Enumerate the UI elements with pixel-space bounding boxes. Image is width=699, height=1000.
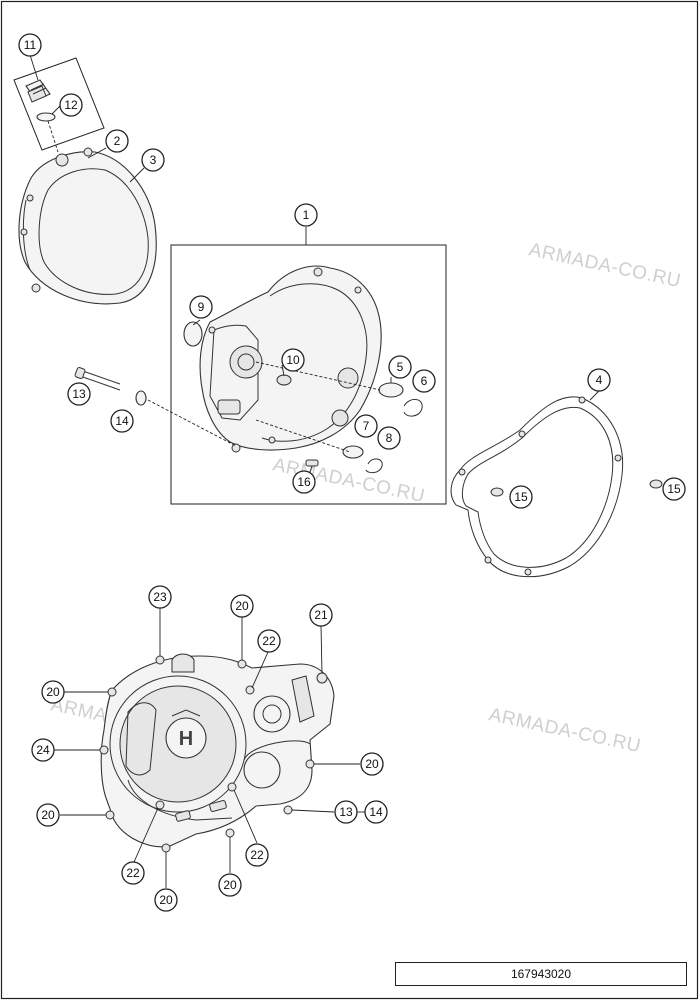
svg-text:13: 13 (72, 387, 86, 401)
svg-text:1: 1 (303, 208, 310, 222)
svg-text:20: 20 (223, 878, 237, 892)
callout-16: 16 (292, 470, 316, 494)
callout-10: 10 (281, 348, 305, 372)
svg-text:20: 20 (235, 599, 249, 613)
callout-23: 23 (148, 585, 172, 609)
outer-clutch-cover (18, 147, 157, 305)
circlip-6 (403, 399, 423, 417)
callout-5: 5 (388, 355, 412, 379)
callout-8: 8 (377, 426, 401, 450)
callout-15-right: 15 (662, 477, 686, 501)
callout-22-lowright: 22 (245, 843, 269, 867)
svg-text:6: 6 (421, 374, 428, 388)
callout-20-lowleft: 20 (36, 803, 60, 827)
svg-text:14: 14 (115, 414, 129, 428)
plug-group-frame (13, 57, 105, 151)
svg-text:8: 8 (386, 431, 393, 445)
leader-22-top (251, 651, 269, 689)
washer-14-upper (135, 390, 147, 406)
svg-text:15: 15 (667, 482, 681, 496)
svg-text:3: 3 (150, 153, 157, 167)
svg-text:24: 24 (36, 743, 50, 757)
callout-9: 9 (189, 295, 213, 319)
svg-text:20: 20 (46, 685, 60, 699)
watermark-top-right: ARMADA-CO.RU (527, 239, 683, 292)
brand-emblem: H (165, 709, 207, 759)
leader-22-lowleft (133, 807, 159, 863)
callout-22-lowleft: 22 (121, 861, 145, 885)
oil-filler-plug-group (13, 54, 105, 153)
callout-13-lower: 13 (334, 800, 358, 824)
svg-text:20: 20 (159, 893, 173, 907)
svg-text:21: 21 (314, 608, 328, 622)
callout-6: 6 (412, 369, 436, 393)
callout-21: 21 (309, 603, 333, 627)
brand-emblem-letter: H (179, 728, 193, 750)
callout-1: 1 (294, 203, 318, 227)
svg-text:20: 20 (365, 757, 379, 771)
callout-14-upper: 14 (110, 409, 134, 433)
leader-22-lowright (233, 789, 258, 844)
reference-box (395, 962, 687, 986)
callout-20-bottom: 20 (154, 888, 178, 912)
callout-2: 2 (105, 129, 129, 153)
svg-text:7: 7 (363, 419, 370, 433)
leader-13-lower (291, 809, 335, 813)
shaft-seal-9 (183, 321, 203, 347)
dowel-pin-15-right (649, 479, 663, 489)
svg-text:14: 14 (369, 805, 383, 819)
callout-12: 12 (59, 93, 83, 117)
filler-plug (25, 79, 51, 103)
svg-text:11: 11 (24, 38, 37, 52)
callout-24: 24 (31, 738, 55, 762)
svg-text:5: 5 (397, 360, 404, 374)
svg-text:13: 13 (339, 805, 353, 819)
svg-text:4: 4 (596, 373, 603, 387)
callout-20-right: 20 (360, 752, 384, 776)
dowel-pin-15-left (490, 487, 504, 497)
reference-number: 167943020 (510, 967, 572, 981)
circlip-8 (365, 458, 383, 474)
svg-text:23: 23 (153, 590, 167, 604)
svg-text:2: 2 (114, 134, 121, 148)
svg-text:15: 15 (514, 490, 528, 504)
svg-text:16: 16 (297, 475, 311, 489)
screw-16 (305, 459, 319, 473)
svg-text:12: 12 (64, 98, 78, 112)
svg-text:22: 22 (262, 634, 276, 648)
svg-text:9: 9 (198, 300, 205, 314)
callout-4: 4 (587, 368, 611, 392)
svg-text:22: 22 (250, 848, 264, 862)
callout-20-left: 20 (41, 680, 65, 704)
bushing-10 (276, 374, 292, 386)
svg-text:10: 10 (286, 353, 300, 367)
callout-13-upper: 13 (67, 382, 91, 406)
callout-14-lower: 14 (364, 800, 388, 824)
cover-assembly-frame (170, 244, 447, 505)
callout-15-left: 15 (509, 485, 533, 509)
callout-22-top: 22 (257, 629, 281, 653)
seal-ring-7 (342, 445, 364, 459)
callout-20-top: 20 (230, 594, 254, 618)
seal-ring-5 (378, 382, 404, 398)
assembled-clutch-cover: H (99, 653, 335, 853)
svg-text:22: 22 (126, 866, 140, 880)
watermark-right: ARMADA-CO.RU (487, 704, 643, 757)
svg-text:20: 20 (41, 808, 55, 822)
callout-7: 7 (354, 414, 378, 438)
callout-3: 3 (141, 148, 165, 172)
o-ring (36, 112, 56, 122)
bolt-13-upper (74, 366, 121, 391)
cover-gasket (450, 396, 624, 578)
callout-11: 11 (18, 33, 42, 57)
callout-20-bottomright: 20 (218, 873, 242, 897)
leader-21 (320, 625, 323, 674)
